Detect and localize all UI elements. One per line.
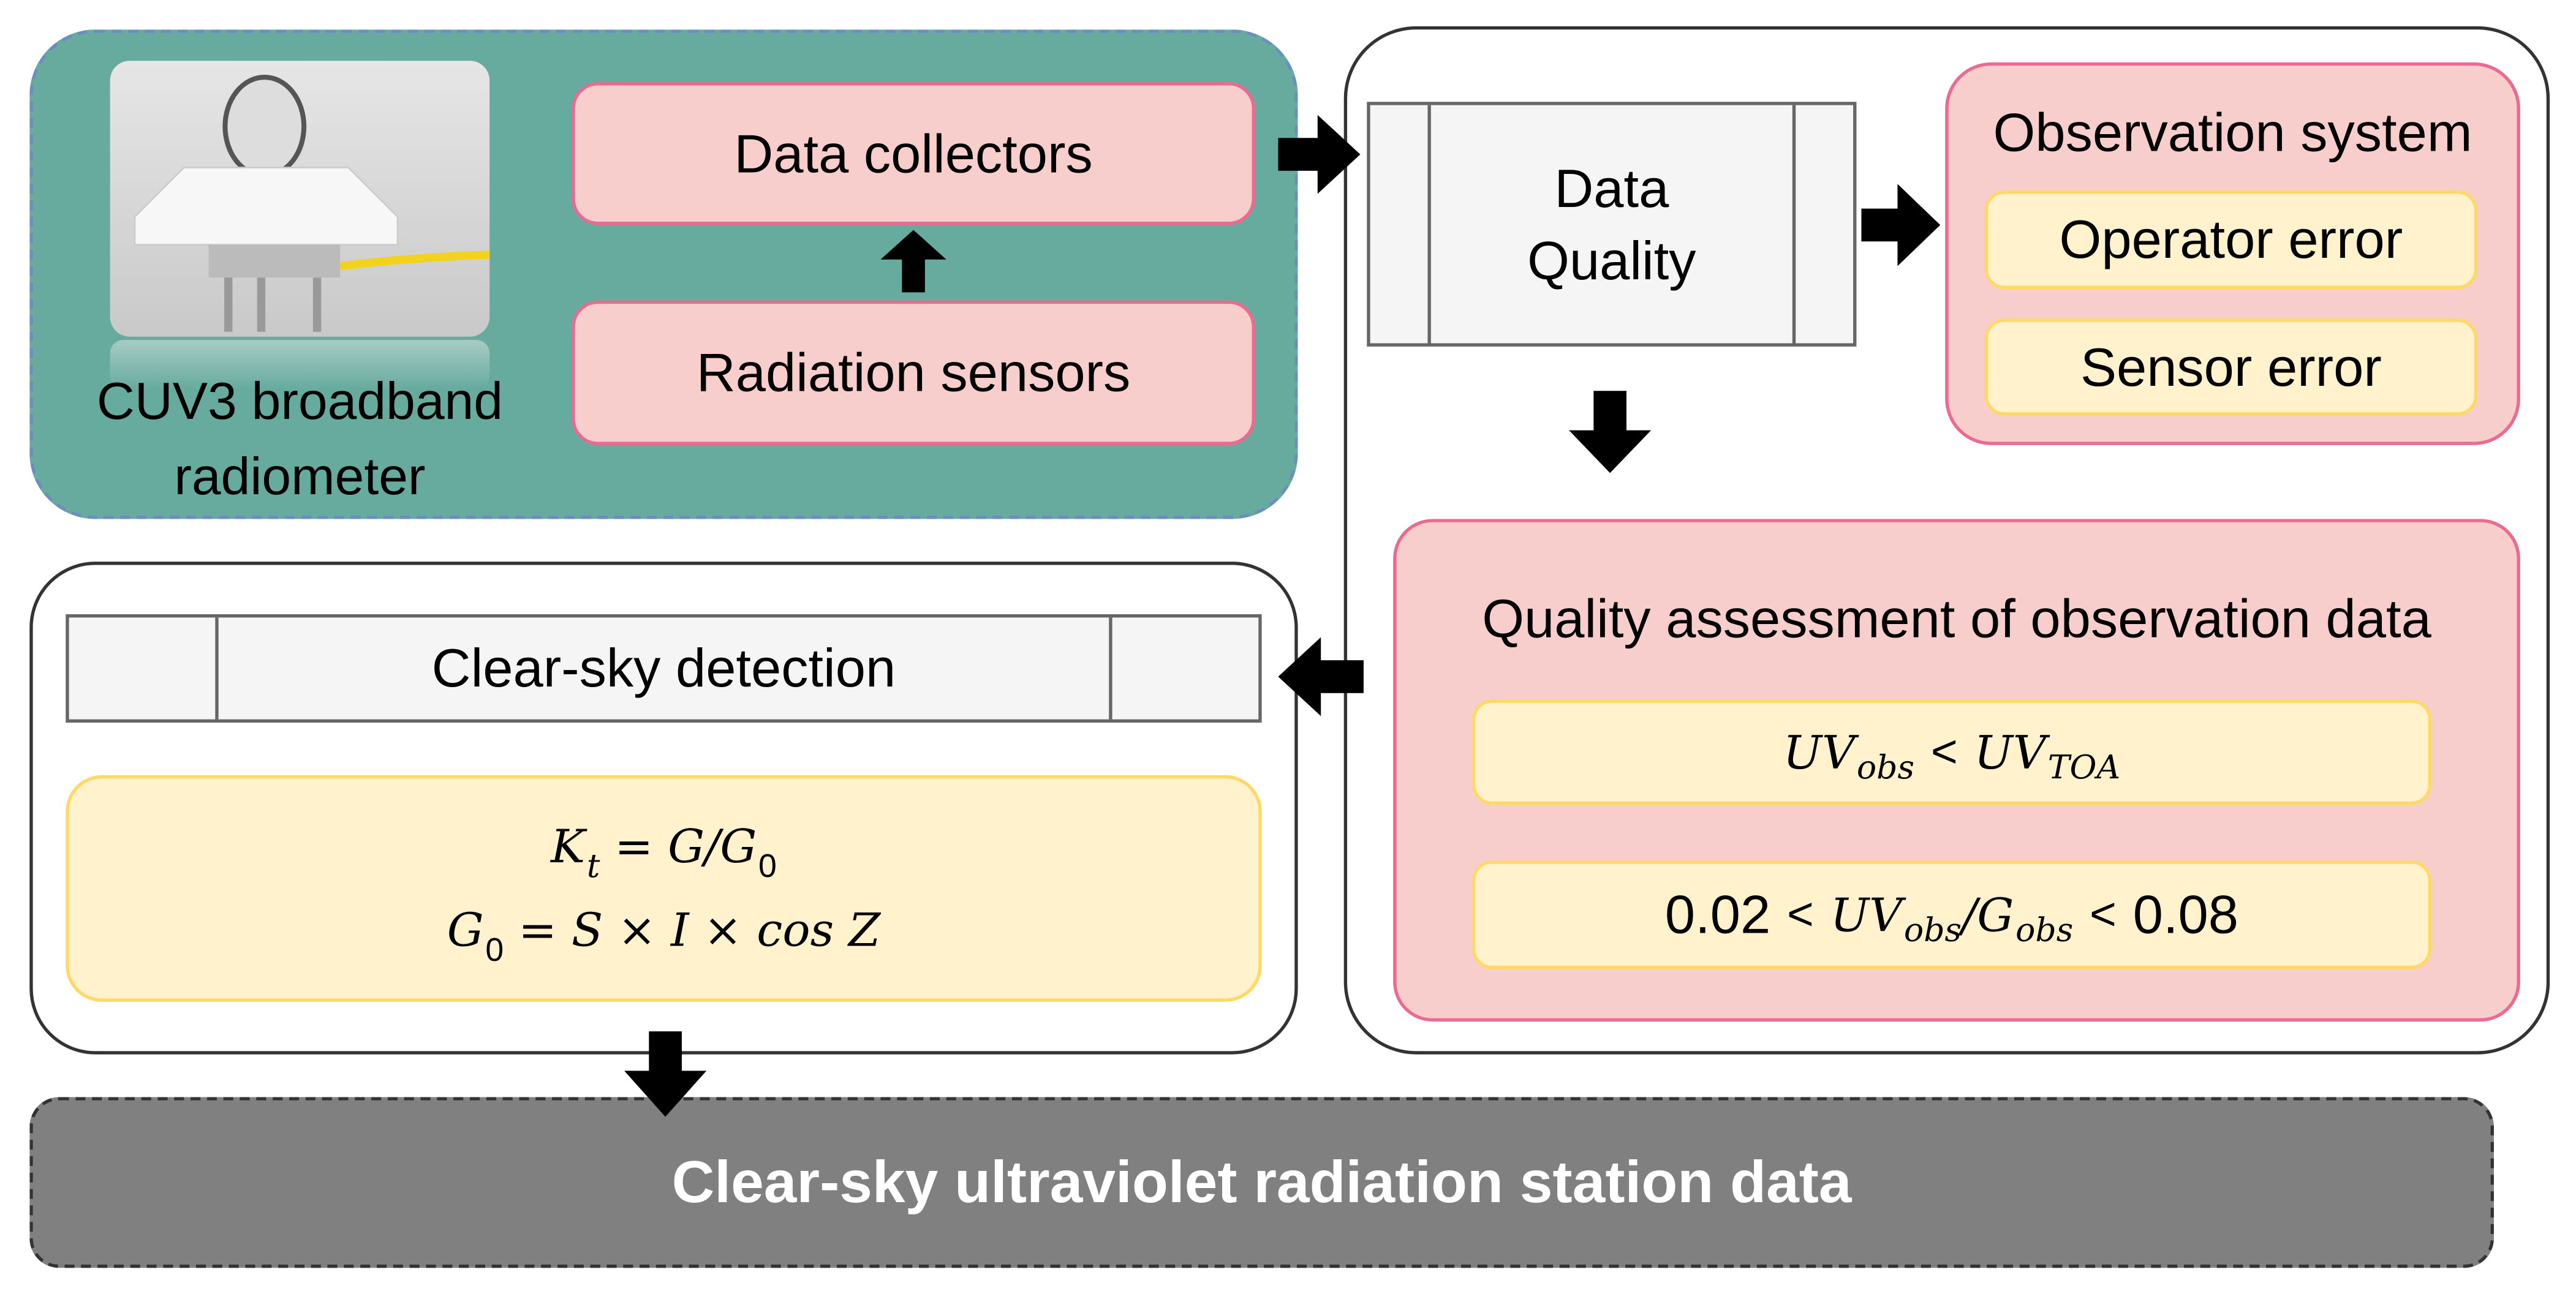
radiometer-photo bbox=[110, 61, 490, 337]
g-symbol: G bbox=[1977, 887, 2014, 942]
radiation-sensors-box: Radiation sensors bbox=[572, 300, 1255, 445]
output-box: Clear-sky ultraviolet radiation station … bbox=[29, 1097, 2494, 1268]
quality-assessment-title: Quality assessment of observation data bbox=[1482, 588, 2431, 649]
t-subscript: t bbox=[586, 846, 600, 886]
clear-sky-detection-process: Clear-sky detection bbox=[66, 614, 1262, 723]
data-quality-label: Data Quality bbox=[1370, 105, 1853, 344]
toa-subscript: TOA bbox=[2047, 747, 2121, 787]
arrow-right-icon bbox=[1861, 184, 1941, 266]
data-collectors-box: Data collectors bbox=[572, 82, 1255, 225]
k-symbol: K bbox=[551, 819, 586, 874]
process-line-right bbox=[1109, 617, 1112, 720]
data-quality-process: Data Quality bbox=[1367, 102, 1857, 347]
zero-subscript: 0 bbox=[758, 849, 777, 886]
caption-line-2: radiometer bbox=[174, 446, 426, 506]
uv-symbol: UV bbox=[1783, 725, 1856, 780]
obs-subscript: obs bbox=[2015, 909, 2074, 950]
radiometer-caption: CUV3 broadband radiometer bbox=[33, 364, 567, 512]
arrow-down-icon bbox=[624, 1031, 707, 1117]
uv-symbol: UV bbox=[1974, 725, 2047, 780]
data-quality-line-1: Data bbox=[1554, 157, 1669, 218]
eq2-rhs: = S × I × cos Z bbox=[518, 903, 881, 958]
arrow-left-icon bbox=[1278, 637, 1364, 717]
eq1-rhs: = G/G bbox=[614, 819, 757, 874]
zero-subscript: 0 bbox=[485, 933, 504, 969]
operator-error-box: Operator error bbox=[1984, 190, 2478, 289]
less-than: < bbox=[1930, 726, 1958, 777]
g-symbol: G bbox=[447, 903, 484, 958]
arrow-up-icon bbox=[880, 230, 946, 293]
less-than: < bbox=[1787, 888, 1814, 939]
obs-subscript: obs bbox=[1856, 747, 1915, 787]
divide: / bbox=[1962, 887, 1977, 942]
clear-sky-detection-label: Clear-sky detection bbox=[431, 637, 896, 698]
process-line-left bbox=[1427, 105, 1431, 344]
caption-line-1: CUV3 broadband bbox=[96, 371, 504, 431]
quality-assessment-box: Quality assessment of observation data U… bbox=[1393, 519, 2520, 1022]
ratio-high: 0.08 bbox=[2132, 883, 2238, 945]
uv-symbol: UV bbox=[1830, 887, 1903, 942]
photo-reflection bbox=[110, 340, 490, 389]
process-line-right bbox=[1792, 105, 1796, 344]
ratio-low: 0.02 bbox=[1664, 883, 1771, 945]
sensor-error-box: Sensor error bbox=[1984, 318, 2478, 416]
observation-system-box: Observation system Operator error Sensor… bbox=[1945, 62, 2520, 445]
arrow-right-icon bbox=[1278, 115, 1361, 194]
less-than: < bbox=[2090, 888, 2117, 939]
arrow-down-icon bbox=[1569, 391, 1652, 473]
data-quality-line-2: Quality bbox=[1527, 229, 1696, 290]
observation-system-title: Observation system bbox=[1993, 102, 2472, 163]
obs-subscript: obs bbox=[1903, 909, 1962, 950]
process-line-left bbox=[215, 617, 219, 720]
